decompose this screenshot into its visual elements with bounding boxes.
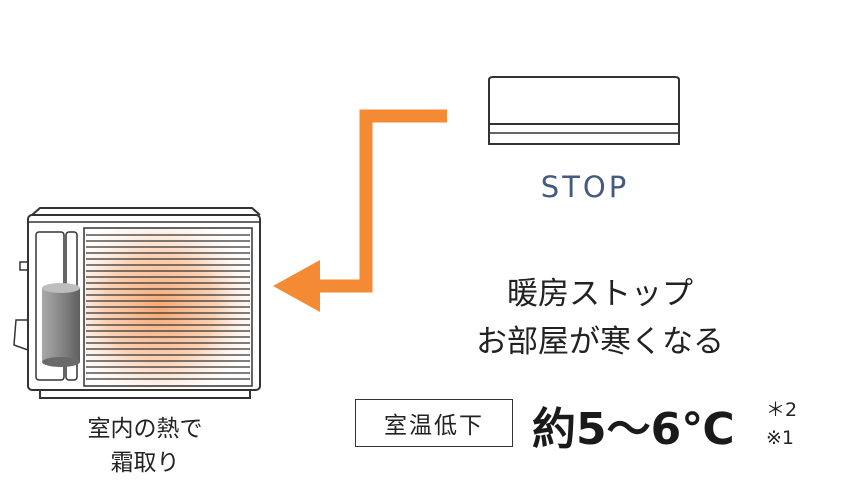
footnote-1: ※1 bbox=[766, 427, 795, 449]
grille-lines bbox=[86, 234, 250, 380]
footnote-marks: ＊2 ※1 bbox=[766, 396, 797, 452]
room-gets-cold-line: お部屋が寒くなる bbox=[476, 324, 724, 360]
heating-stop-line: 暖房ストップ bbox=[507, 276, 693, 312]
compressor-icon bbox=[42, 283, 80, 367]
defrost-line: 霜取り bbox=[110, 450, 180, 476]
footnote-2: ＊2 bbox=[766, 399, 798, 421]
indoor-heat-line: 室内の熱で bbox=[87, 416, 203, 442]
room-temp-drop-badge: 室温低下 bbox=[355, 399, 513, 447]
outdoor-unit-icon bbox=[13, 207, 261, 399]
heating-stop-caption: 暖房ストップ お部屋が寒くなる bbox=[430, 270, 770, 366]
temperature-drop-value: 約5〜6℃ bbox=[532, 404, 735, 455]
air-conditioner-indoor-icon bbox=[488, 76, 680, 145]
defrost-caption: 室内の熱で 霜取り bbox=[60, 412, 230, 480]
heat-flow-arrow-icon bbox=[273, 109, 447, 312]
stop-label: STOP bbox=[540, 170, 630, 204]
